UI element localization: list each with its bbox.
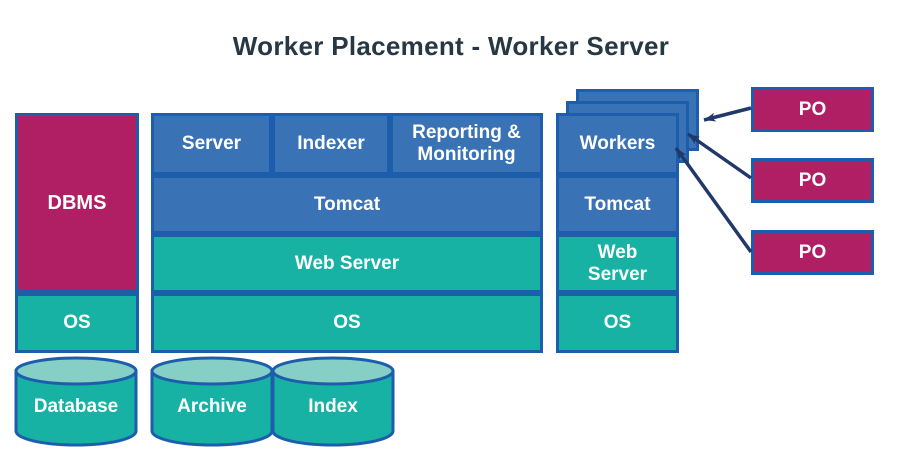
- workers-host-os-box: OS: [556, 293, 679, 353]
- dbms-box: DBMS: [15, 113, 139, 293]
- po-arrow-2: [686, 132, 753, 180]
- po-box-3: PO: [751, 230, 874, 275]
- po-box-2-label: PO: [798, 169, 827, 191]
- page-title: Worker Placement - Worker Server: [232, 31, 670, 61]
- cylinder-icon: [14, 356, 138, 447]
- worker-server-web-server-box: Web Server: [151, 234, 543, 293]
- worker-server-tomcat-label: Tomcat: [313, 193, 381, 215]
- dbms-label: DBMS: [47, 191, 107, 214]
- po-box-3-label: PO: [798, 241, 827, 263]
- db-os-box: OS: [15, 293, 139, 353]
- cylinder-icon: [271, 356, 395, 447]
- server-app-label: Server: [181, 133, 242, 155]
- database-cylinder-label: Database: [33, 396, 119, 417]
- worker-server-web-server-label: Web Server: [294, 252, 400, 274]
- po-arrow-3: [674, 146, 753, 254]
- workers-host-tomcat-label: Tomcat: [584, 193, 651, 215]
- archive-cylinder: Archive: [150, 356, 274, 448]
- worker-server-os-box: OS: [151, 293, 543, 353]
- archive-cylinder-label: Archive: [177, 396, 247, 417]
- po-box-2: PO: [751, 158, 874, 203]
- po-box-1-label: PO: [798, 98, 827, 120]
- db-os-label: OS: [63, 312, 91, 334]
- worker-server-os-label: OS: [333, 312, 361, 334]
- cylinder-icon: [150, 356, 274, 447]
- index-cylinder-label: Index: [308, 396, 358, 417]
- po-arrows: [674, 106, 753, 254]
- workers-label: Workers: [579, 133, 656, 155]
- po-box-1: PO: [751, 87, 874, 132]
- reporting-monitoring-label: Reporting & Monitoring: [412, 122, 521, 165]
- database-cylinder: Database: [14, 356, 138, 448]
- workers-host-os-label: OS: [603, 312, 632, 334]
- workers-host-tomcat-box: Tomcat: [556, 175, 679, 234]
- workers-box: Workers: [556, 113, 679, 175]
- workers-host-web-server-box: Web Server: [556, 234, 679, 293]
- reporting-monitoring-box: Reporting & Monitoring: [390, 113, 543, 175]
- workers-host-web-server-label: Web Server: [587, 241, 648, 285]
- index-cylinder: Index: [271, 356, 395, 448]
- indexer-app-label: Indexer: [297, 133, 365, 155]
- indexer-app-box: Indexer: [272, 113, 390, 175]
- po-arrow-1: [703, 106, 752, 122]
- server-app-box: Server: [151, 113, 272, 175]
- worker-server-tomcat-box: Tomcat: [151, 175, 543, 234]
